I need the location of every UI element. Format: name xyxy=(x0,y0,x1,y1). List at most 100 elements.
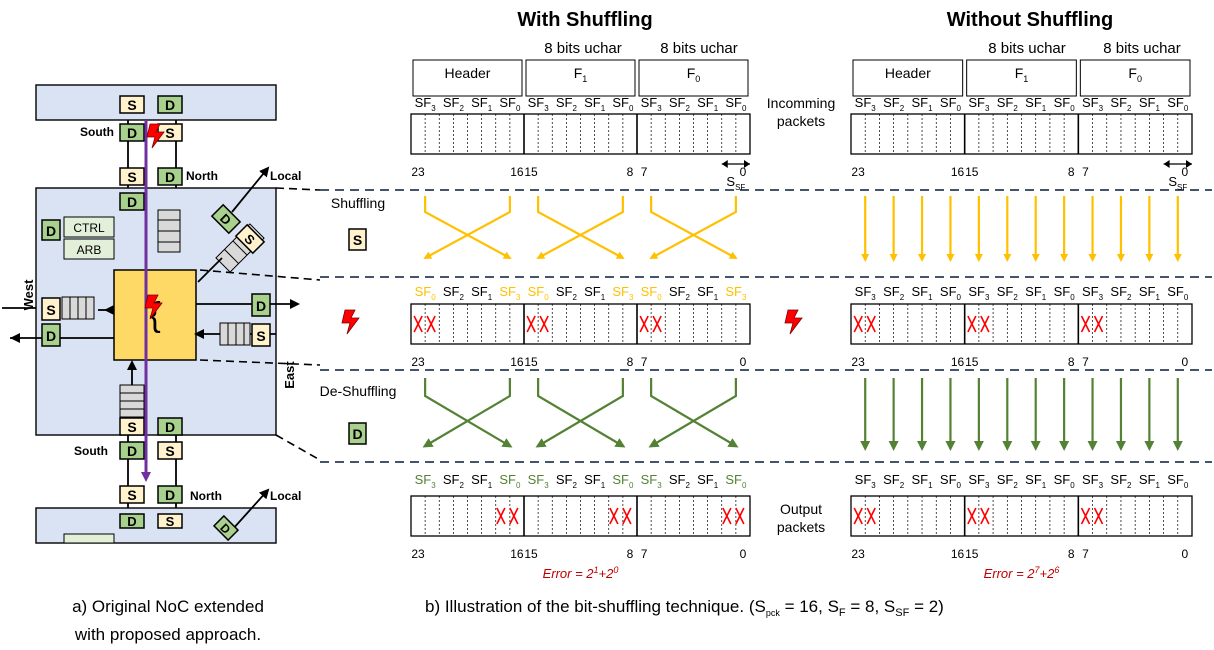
bit-position-label: 15 xyxy=(965,165,979,179)
bit-position-label: 16 xyxy=(510,165,524,179)
bit-position-label: 15 xyxy=(524,547,538,561)
field-box xyxy=(852,59,964,97)
subfield-label: SF3 xyxy=(415,95,437,113)
subfield-label: SF3 xyxy=(612,284,634,302)
subfield-label: SF3 xyxy=(968,284,990,302)
shuffle-arrow xyxy=(423,196,511,259)
subfield-label: SF2 xyxy=(556,472,578,490)
bit-position-label: 7 xyxy=(641,547,648,561)
subfield-label: SF3 xyxy=(499,284,521,302)
subfield-label: SF0 xyxy=(641,284,663,302)
shuffle-arrow xyxy=(537,196,625,259)
subfield-label: SF3 xyxy=(641,95,663,113)
bit-position-label: 16 xyxy=(951,547,965,561)
label-south-top: South xyxy=(80,125,114,139)
subfield-label: SF1 xyxy=(584,472,606,490)
svg-text:S: S xyxy=(353,232,362,248)
subfield-label: SF1 xyxy=(697,284,719,302)
bit-position-label: 8 xyxy=(627,165,634,179)
bit-position-label: 0 xyxy=(740,547,747,561)
svg-text:S: S xyxy=(127,419,136,435)
svg-text:D: D xyxy=(127,125,137,141)
error-value: Error = 27+26 xyxy=(984,565,1060,581)
svg-text:D: D xyxy=(165,97,175,113)
subfield-label: SF0 xyxy=(1167,284,1189,302)
subfield-label: SF1 xyxy=(471,284,493,302)
title-with-shuffling: With Shuffling xyxy=(517,9,652,31)
subfield-label: SF3 xyxy=(1082,284,1104,302)
shuffle-arrow xyxy=(650,196,738,259)
subfield-label: SF2 xyxy=(997,284,1019,302)
subfield-label: SF3 xyxy=(1082,95,1104,113)
label-incoming-packets: Incomming xyxy=(767,95,835,111)
field-label: Header xyxy=(445,65,491,81)
svg-text:S: S xyxy=(256,328,265,344)
field-label: Header xyxy=(885,65,931,81)
svg-text:S: S xyxy=(127,169,136,185)
subfield-label: SF0 xyxy=(725,95,747,113)
subfield-label: SF0 xyxy=(940,95,962,113)
subfield-label: SF3 xyxy=(415,472,437,490)
svg-text:CTRL: CTRL xyxy=(73,221,105,235)
subfield-label: SF2 xyxy=(669,472,691,490)
label-east: East xyxy=(282,361,297,389)
subfield-label: SF2 xyxy=(883,472,905,490)
label-shuffling: Shuffling xyxy=(331,195,385,211)
bit-position-label: 8 xyxy=(627,547,634,561)
subfield-label: SF1 xyxy=(1025,95,1047,113)
svg-text:D: D xyxy=(46,328,56,344)
shuffle-arrow xyxy=(536,196,624,259)
bit-position-label: 7 xyxy=(1082,355,1089,369)
label-output-packets: Output xyxy=(780,501,822,517)
label-south-bottom: South xyxy=(74,444,108,458)
bit-position-label: 8 xyxy=(1068,547,1075,561)
crossbar xyxy=(113,269,197,361)
field-box xyxy=(525,59,636,97)
subfield-label: SF2 xyxy=(669,284,691,302)
fifo-south xyxy=(119,384,145,418)
subfield-label: SF0 xyxy=(612,472,634,490)
svg-text:D: D xyxy=(256,298,266,314)
fault-lightning-icon xyxy=(341,309,360,335)
subfield-label: SF0 xyxy=(940,284,962,302)
top-link-boxes: S D D S S D D xyxy=(119,95,183,211)
subfield-label: SF3 xyxy=(1082,472,1104,490)
bit-position-label: 8 xyxy=(627,355,634,369)
subfield-label: SF1 xyxy=(471,95,493,113)
svg-text:D: D xyxy=(165,419,175,435)
deshuffler-icon xyxy=(348,422,367,445)
bit-position-label: 23 xyxy=(411,165,425,179)
fault-lightning-icon xyxy=(146,123,165,149)
subfield-label: SF2 xyxy=(556,284,578,302)
subfield-label: SF0 xyxy=(415,284,437,302)
bit-position-label: 23 xyxy=(851,547,865,561)
subfield-label: SF1 xyxy=(912,95,934,113)
subfield-label: SF0 xyxy=(499,472,521,490)
svg-text:8 bits uchar: 8 bits uchar xyxy=(1103,40,1181,57)
subfield-label: SF1 xyxy=(1139,284,1161,302)
bit-position-label: 15 xyxy=(965,547,979,561)
subfield-label: SF1 xyxy=(584,284,606,302)
bit-position-label: 7 xyxy=(641,165,648,179)
subfield-label: SF3 xyxy=(528,472,550,490)
bit-position-label: 0 xyxy=(1182,165,1189,179)
svg-text:D: D xyxy=(127,194,137,210)
bit-position-label: 15 xyxy=(524,165,538,179)
svg-text:D: D xyxy=(352,426,362,442)
shuffle-arrow xyxy=(649,196,737,259)
field-box xyxy=(966,59,1077,97)
subfield-label: SF0 xyxy=(1054,95,1076,113)
shuffle-arrow xyxy=(424,196,512,259)
subfield-label: SF0 xyxy=(1054,284,1076,302)
subfield-label: SF1 xyxy=(697,95,719,113)
subfield-label: SF2 xyxy=(883,284,905,302)
bit-position-label: 16 xyxy=(510,547,524,561)
svg-text:D: D xyxy=(46,223,56,239)
subfield-label: SF0 xyxy=(499,95,521,113)
subfield-label: SF3 xyxy=(641,472,663,490)
subfield-label: SF1 xyxy=(1025,472,1047,490)
bit-position-label: 0 xyxy=(1182,355,1189,369)
deshuffle-arrow xyxy=(650,378,739,448)
